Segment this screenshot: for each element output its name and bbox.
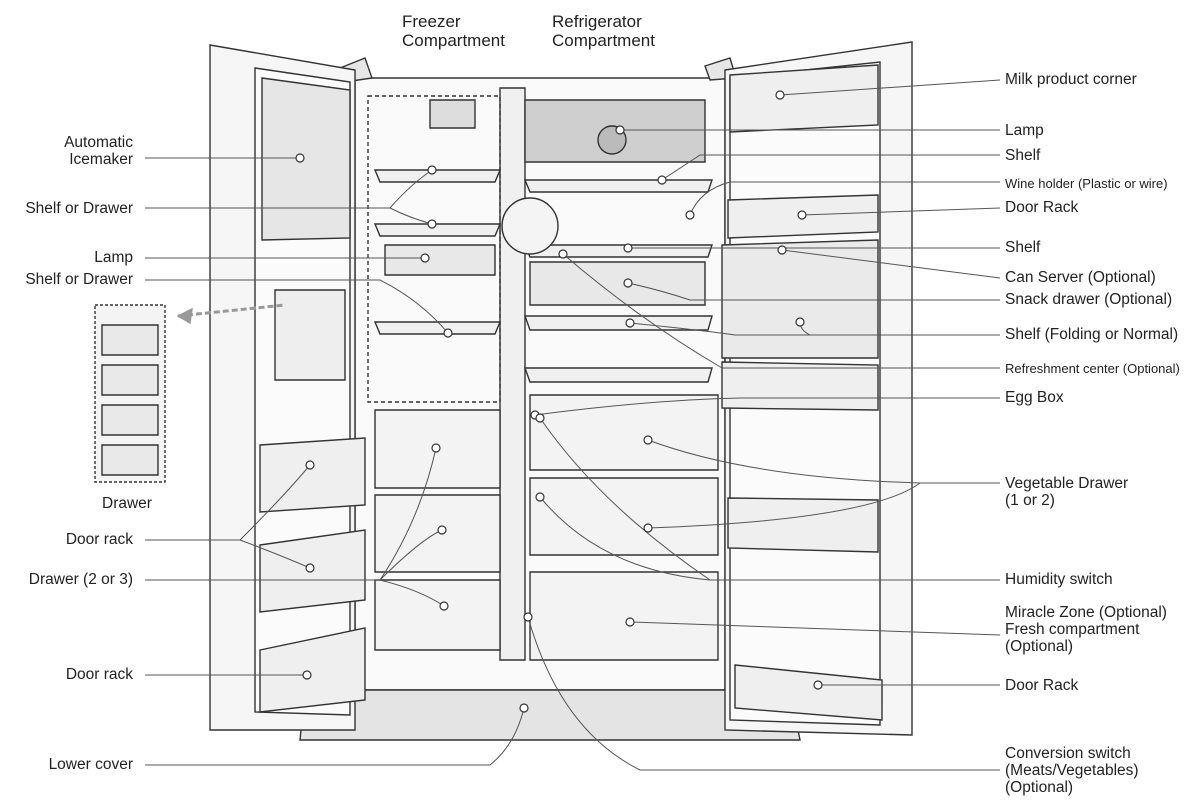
egg-box bbox=[721, 361, 879, 411]
label-wine-holder-text: Wine holder (Plastic or wire) bbox=[1005, 176, 1168, 191]
label-door-rack-left-2: Door rack bbox=[66, 666, 133, 683]
label-miracle-zone-line-3: (Optional) bbox=[1005, 638, 1074, 655]
label-shelf-or-drawer-1-text: Shelf or Drawer bbox=[25, 200, 133, 217]
wine-holder bbox=[501, 197, 559, 255]
header-refrigerator-line-2: Compartment bbox=[552, 31, 655, 50]
can-server bbox=[721, 239, 879, 359]
icemaker-top bbox=[429, 99, 476, 129]
label-door-rack-right-1-text: Door Rack bbox=[1005, 199, 1079, 216]
freezer-shelf-2 bbox=[373, 223, 502, 237]
label-egg-box-text: Egg Box bbox=[1005, 389, 1064, 406]
miracle-zone bbox=[529, 571, 719, 661]
header-freezer-line-2: Compartment bbox=[402, 31, 505, 50]
label-shelf-2: Shelf bbox=[1005, 239, 1040, 256]
label-drawer-2-or-3-text: Drawer (2 or 3) bbox=[28, 571, 133, 588]
label-shelf-or-drawer-1: Shelf or Drawer bbox=[25, 200, 133, 217]
label-can-server: Can Server (Optional) bbox=[1005, 269, 1156, 286]
milk-corner bbox=[729, 64, 879, 133]
label-conversion-switch-line-3: (Optional) bbox=[1005, 779, 1074, 796]
freezer-drawer-3 bbox=[374, 579, 501, 651]
label-drawer-2-or-3: Drawer (2 or 3) bbox=[29, 571, 133, 588]
label-conversion-switch-line-2: (Meats/Vegetables) bbox=[1005, 762, 1139, 779]
label-milk-product-corner-text: Milk product corner bbox=[1005, 71, 1137, 88]
ref-shelf-1 bbox=[523, 179, 713, 193]
drawer-inset-tray-3 bbox=[101, 404, 159, 436]
drawer-inset-tray-2 bbox=[101, 364, 159, 396]
label-miracle-zone-line-1: Miracle Zone (Optional) bbox=[1005, 604, 1167, 621]
freezer-shelf-1 bbox=[373, 169, 502, 183]
label-vegetable-drawer-line-1: Vegetable Drawer bbox=[1005, 475, 1129, 492]
vegetable-drawer-1 bbox=[529, 394, 719, 471]
label-refreshment-center: Refreshment center (Optional) bbox=[1005, 360, 1180, 377]
label-vegetable-drawer-line-2: (1 or 2) bbox=[1005, 492, 1055, 509]
label-can-server-text: Can Server (Optional) bbox=[1005, 269, 1156, 286]
left-door-rack-1 bbox=[259, 437, 366, 513]
label-lamp-right-text: Lamp bbox=[1005, 122, 1044, 139]
label-snack-drawer-text: Snack drawer (Optional) bbox=[1005, 291, 1173, 308]
label-humidity-switch: Humidity switch bbox=[1005, 571, 1113, 588]
ref-shelf-3 bbox=[524, 315, 713, 331]
label-shelf-2-text: Shelf bbox=[1005, 239, 1041, 256]
right-door-rack-3 bbox=[734, 664, 883, 721]
snack-drawer bbox=[529, 261, 706, 306]
label-conversion-switch: Conversion switch (Meats/Vegetables) (Op… bbox=[1005, 745, 1139, 796]
freezer-shelf-3 bbox=[373, 321, 502, 335]
label-shelf-or-drawer-2-text: Shelf or Drawer bbox=[25, 271, 133, 288]
label-egg-box: Egg Box bbox=[1005, 389, 1064, 406]
label-lamp-left: Lamp bbox=[94, 249, 133, 266]
freezer-zone bbox=[367, 95, 501, 403]
label-shelf-1: Shelf bbox=[1005, 147, 1040, 164]
vegetable-drawer-2 bbox=[529, 477, 719, 556]
label-wine-holder: Wine holder (Plastic or wire) bbox=[1005, 175, 1168, 192]
label-refreshment-center-text: Refreshment center (Optional) bbox=[1005, 361, 1180, 376]
label-lower-cover: Lower cover bbox=[49, 756, 133, 773]
label-door-rack-right-1: Door Rack bbox=[1005, 199, 1078, 216]
label-conversion-switch-line-1: Conversion switch bbox=[1005, 745, 1131, 762]
label-humidity-switch-text: Humidity switch bbox=[1005, 571, 1113, 588]
right-door-rack-2 bbox=[727, 497, 879, 553]
center-divider bbox=[499, 87, 526, 661]
label-automatic-icemaker-line-2: Icemaker bbox=[69, 151, 133, 168]
label-door-rack-left-1: Door rack bbox=[66, 531, 133, 548]
label-shelf-or-drawer-2: Shelf or Drawer bbox=[25, 271, 133, 288]
label-drawer-inset: Drawer bbox=[102, 495, 152, 512]
label-lower-cover-text: Lower cover bbox=[48, 756, 133, 773]
label-milk-product-corner: Milk product corner bbox=[1005, 71, 1137, 88]
label-door-rack-right-2: Door Rack bbox=[1005, 677, 1078, 694]
dispenser-area bbox=[274, 289, 346, 381]
label-door-rack-left-1-text: Door rack bbox=[65, 531, 133, 548]
label-door-rack-right-2-text: Door Rack bbox=[1005, 677, 1079, 694]
label-shelf-folding-text: Shelf (Folding or Normal) bbox=[1005, 326, 1179, 343]
drawer-inset-tray-1 bbox=[101, 324, 159, 356]
label-lamp-left-text: Lamp bbox=[94, 249, 133, 266]
label-drawer-inset-text: Drawer bbox=[102, 495, 152, 512]
ref-shelf-2 bbox=[523, 244, 713, 258]
label-vegetable-drawer: Vegetable Drawer (1 or 2) bbox=[1005, 475, 1128, 509]
label-miracle-zone-line-2: Fresh compartment bbox=[1005, 621, 1140, 638]
ref-shelf-4 bbox=[524, 367, 713, 383]
label-shelf-folding: Shelf (Folding or Normal) bbox=[1005, 326, 1178, 343]
left-door-rack-3 bbox=[259, 627, 366, 713]
icemaker-door bbox=[261, 77, 351, 241]
drawer-inset-tray-4 bbox=[101, 444, 159, 476]
label-miracle-zone: Miracle Zone (Optional) Fresh compartmen… bbox=[1005, 604, 1167, 655]
label-door-rack-left-2-text: Door rack bbox=[65, 666, 133, 683]
label-snack-drawer: Snack drawer (Optional) bbox=[1005, 291, 1172, 308]
leader-points bbox=[295, 90, 823, 713]
header-refrigerator-line-1: Refrigerator bbox=[552, 12, 642, 31]
label-automatic-icemaker: Automatic Icemaker bbox=[64, 134, 133, 168]
header-freezer-line-1: Freezer bbox=[402, 12, 461, 31]
header-freezer: Freezer Compartment bbox=[402, 12, 505, 50]
label-automatic-icemaker-line-1: Automatic bbox=[64, 134, 133, 151]
freezer-drawer-2 bbox=[374, 494, 501, 573]
header-refrigerator: Refrigerator Compartment bbox=[552, 12, 655, 50]
label-lamp-right: Lamp bbox=[1005, 122, 1044, 139]
label-shelf-1-text: Shelf bbox=[1005, 147, 1041, 164]
freezer-lamp bbox=[384, 244, 496, 276]
